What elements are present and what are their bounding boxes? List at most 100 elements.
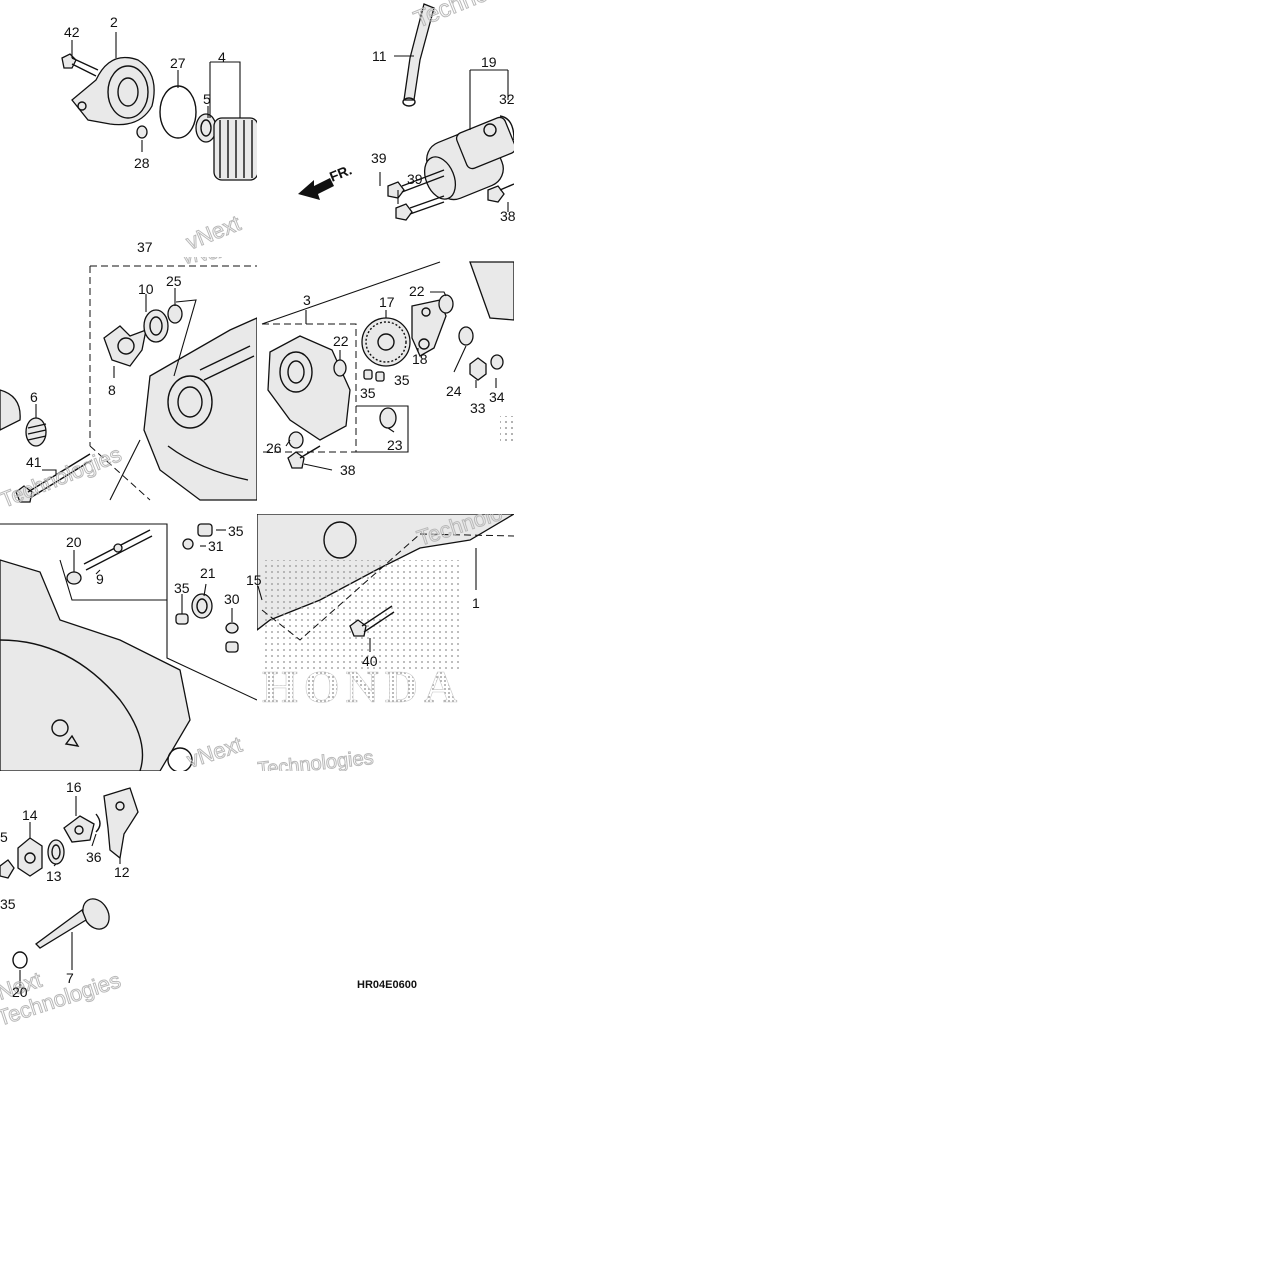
- part-callout: 22: [333, 333, 349, 349]
- part-callout: 27: [170, 55, 186, 71]
- part-callout: 16: [66, 779, 82, 795]
- o-ring-part: [159, 85, 197, 139]
- tile-starter-motor: FR. Techno: [298, 0, 514, 221]
- oil-filter-cover-part: [71, 56, 155, 126]
- svg-text:vNext: vNext: [184, 732, 245, 773]
- washer-part: [182, 538, 194, 550]
- shaft-part: [83, 529, 153, 571]
- part-callout: 35: [0, 896, 16, 912]
- bolt-part: [387, 169, 445, 199]
- tile-case-cover-left: Technologies vNext Tec: [0, 257, 257, 513]
- part-callout: 30: [224, 591, 240, 607]
- part-callout: 14: [22, 807, 38, 823]
- part-callout: 35: [394, 372, 410, 388]
- o-ring-part: [12, 951, 28, 969]
- seal-part: [379, 407, 397, 429]
- dowel-part: [175, 613, 189, 625]
- dowel-part: [363, 369, 373, 380]
- bolt-part: [395, 195, 445, 221]
- part-callout: 35: [228, 523, 244, 539]
- svg-text:Technologies: Technologies: [256, 747, 374, 781]
- starter-motor-part: [423, 115, 514, 201]
- part-callout: 20: [12, 984, 28, 1000]
- dipstick-part: [35, 898, 110, 949]
- part-callout: 24: [446, 383, 462, 399]
- svg-text:Technolo: Technolo: [414, 500, 505, 551]
- part-callout: 9: [96, 571, 104, 587]
- bolt-part: [487, 183, 514, 203]
- water-seal-part: [143, 309, 169, 343]
- right-crankcase-cover-part: [143, 317, 257, 501]
- part-callout: 17: [379, 294, 395, 310]
- part-callout: 25: [166, 273, 182, 289]
- part-callout: 34: [489, 389, 505, 405]
- brand-logo: HONDA: [262, 661, 463, 712]
- part-callout: 31: [208, 538, 224, 554]
- bolt-part: [349, 605, 395, 637]
- left-crankcase-cover-part: [0, 559, 193, 771]
- part-callout: 18: [412, 351, 428, 367]
- dowel-part: [197, 523, 213, 537]
- part-callout: 38: [500, 208, 516, 224]
- water-pump-housing-part: [267, 335, 351, 441]
- bracket-part: [103, 787, 139, 860]
- dowel-part: [375, 371, 385, 382]
- part-callout: 33: [470, 400, 486, 416]
- part-callout: 13: [46, 868, 62, 884]
- tile-crankcase-left: vNext: [0, 523, 257, 773]
- bearing-part: [438, 294, 454, 314]
- part-callout: 32: [499, 91, 515, 107]
- oil-filter-part: [213, 117, 257, 181]
- part-callout: 15: [246, 572, 262, 588]
- washer-part: [136, 125, 148, 139]
- seal-part: [288, 431, 304, 449]
- part-callout: 35: [174, 580, 190, 596]
- long-bolt-part: [15, 453, 93, 503]
- seal-part: [195, 113, 217, 143]
- part-callout: 39: [371, 150, 387, 166]
- diagram-reference-code: HR04E0600: [357, 979, 417, 991]
- part-callout: 23: [387, 437, 403, 453]
- part-callout: 21: [200, 565, 216, 581]
- part-callout: 41: [26, 454, 42, 470]
- part-callout: 12: [114, 864, 130, 880]
- washer-part: [66, 571, 82, 585]
- tile-water-pump: [261, 261, 514, 471]
- part-callout: 5: [203, 91, 211, 107]
- svg-text:vNext: vNext: [183, 210, 245, 254]
- spring-part: [25, 417, 47, 447]
- part-callout: 36: [86, 849, 102, 865]
- idler-gear-part: [361, 317, 411, 367]
- part-callout: 8: [108, 382, 116, 398]
- impeller-part: [103, 325, 147, 367]
- clip-part: [95, 813, 101, 833]
- tile-engine-case: HONDA Technolo Technologies: [256, 500, 514, 781]
- washer-part: [225, 622, 239, 634]
- svg-text:Techno: Techno: [410, 0, 492, 34]
- part-callout: 20: [66, 534, 82, 550]
- part-callout: 26: [266, 440, 282, 456]
- spring-part: [47, 839, 65, 865]
- part-callout: 37: [137, 239, 153, 255]
- part-callout: 42: [64, 24, 80, 40]
- part-callout: 38: [340, 462, 356, 478]
- front-direction-label: FR.: [327, 161, 354, 184]
- part-callout: 10: [138, 281, 154, 297]
- part-callout: 28: [134, 155, 150, 171]
- part-callout: 19: [481, 54, 497, 70]
- part-callout: 35: [360, 385, 376, 401]
- plate-part: [63, 815, 95, 843]
- part-callout: 40: [362, 653, 378, 669]
- part-callout: 7: [66, 970, 74, 986]
- part-callout: 4: [218, 49, 226, 65]
- part-callout: 39: [407, 171, 423, 187]
- bolt-part: [287, 445, 321, 469]
- part-callout: 2: [110, 14, 118, 30]
- washer-part: [490, 354, 504, 370]
- bolt-part: [61, 53, 99, 77]
- front-direction-arrow: FR.: [298, 161, 354, 200]
- part-callout: 11: [372, 48, 387, 64]
